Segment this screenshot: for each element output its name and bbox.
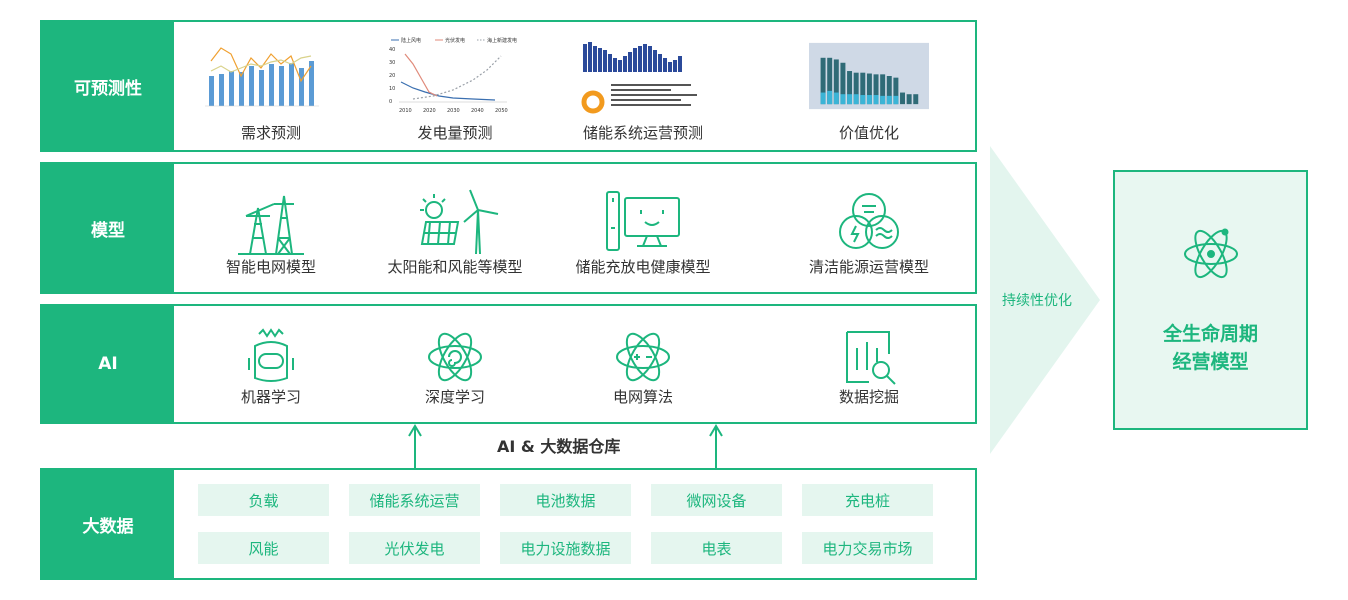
data-tag-charging: 充电桩	[802, 484, 933, 516]
data-tag-facility: 电力设施数据	[500, 532, 631, 564]
deep-learning-atom-icon	[428, 332, 482, 382]
model-label-storage-health: 储能充放电健康模型	[575, 258, 711, 276]
data-tag-meter: 电表	[651, 532, 782, 564]
data-tag-battery: 电池数据	[500, 484, 631, 516]
model-item-grid: 智能电网模型	[186, 188, 356, 277]
lifecycle-title-line2: 经营模型	[1172, 351, 1249, 373]
model-item-solar-wind: 太阳能和风能等模型	[370, 188, 540, 277]
value-optimization-thumbnail	[809, 36, 929, 116]
ai-label-grid-algo: 电网算法	[612, 388, 673, 406]
data-tag-pv: 光伏发电	[349, 532, 480, 564]
data-tag-market: 电力交易市场	[802, 532, 933, 564]
predict-item-demand: 需求预测	[186, 36, 356, 143]
thumb-ytick-2: 20	[389, 73, 395, 79]
row-title-bigdata: 大数据	[42, 470, 174, 578]
data-tag-load: 负载	[198, 484, 329, 516]
clean-energy-icon	[839, 193, 899, 249]
thumb-legend-0: 陆上风电	[401, 37, 421, 44]
thumb-legend-1: 光伏发电	[445, 37, 465, 44]
data-tag-storage-ops: 储能系统运营	[349, 484, 480, 516]
ai-item-grid-algo: 电网算法	[558, 328, 728, 407]
model-item-storage-health: 储能充放电健康模型	[558, 188, 728, 277]
model-row: 模型 智能电网模型 太阳能和风能等模型	[40, 162, 977, 294]
predict-item-generation: 陆上风电 光伏发电 海上新建发电 40 30 20 10 0 2010 2020…	[370, 36, 540, 143]
data-tag-microgrid: 微网设备	[651, 484, 782, 516]
predict-label-value: 价值优化	[838, 124, 899, 142]
battery-monitor-icon	[606, 191, 680, 251]
thumb-xtick-2: 2030	[447, 108, 460, 114]
model-item-clean-energy: 清洁能源运营模型	[784, 188, 954, 277]
optimize-label: 持续性优化	[1002, 293, 1072, 309]
model-label-grid: 智能电网模型	[225, 258, 316, 276]
row-title-model: 模型	[42, 164, 174, 292]
predict-label-generation: 发电量预测	[417, 124, 493, 142]
thumb-ytick-1: 30	[389, 60, 395, 66]
solar-wind-icon	[420, 189, 499, 255]
model-label-clean-energy: 清洁能源运营模型	[808, 258, 929, 276]
robot-icon	[248, 328, 294, 382]
grid-algorithm-atom-icon	[616, 332, 670, 382]
row-title-predict: 可预测性	[42, 22, 174, 150]
thumb-xtick-4: 2050	[495, 108, 508, 114]
data-tag-wind: 风能	[198, 532, 329, 564]
thumb-xtick-0: 2010	[399, 108, 412, 114]
thumb-xtick-1: 2020	[423, 108, 436, 114]
predict-item-storage: 储能系统运营预测	[558, 36, 728, 143]
storage-forecast-thumbnail	[570, 36, 716, 116]
ai-label-dl: 深度学习	[424, 388, 485, 406]
predict-item-value: 价值优化	[784, 36, 954, 143]
ai-label-mining: 数据挖掘	[838, 388, 899, 406]
bigdata-row: 大数据 负载 储能系统运营 电池数据 微网设备 充电桩 风能 光伏发电 电力设施…	[40, 468, 977, 580]
model-label-solar-wind: 太阳能和风能等模型	[387, 258, 523, 276]
thumb-xtick-3: 2040	[471, 108, 484, 114]
atom-icon	[1183, 228, 1238, 279]
ai-row: AI 机器学习 深度学习	[40, 304, 977, 424]
thumb-ytick-0: 40	[389, 47, 395, 53]
thumb-legend-2: 海上新建发电	[487, 37, 517, 44]
lifecycle-title-line1: 全生命周期	[1162, 323, 1258, 345]
thumb-ytick-3: 10	[389, 86, 395, 92]
up-arrow-right	[709, 424, 723, 468]
warehouse-label: AI & 大数据仓库	[497, 437, 621, 456]
predict-label-demand: 需求预测	[240, 124, 301, 142]
row-title-ai: AI	[42, 306, 174, 422]
ai-item-ml: 机器学习	[186, 328, 356, 407]
ai-item-dl: 深度学习	[370, 328, 540, 407]
transmission-tower-icon	[238, 195, 304, 255]
generation-forecast-thumbnail: 陆上风电 光伏发电 海上新建发电 40 30 20 10 0 2010 2020…	[382, 36, 528, 116]
lifecycle-box: 全生命周期 经营模型	[1113, 170, 1308, 430]
thumb-ytick-4: 0	[389, 99, 392, 105]
predict-row: 可预测性 需求预测 陆上风电	[40, 20, 977, 152]
ai-item-mining: 数据挖掘	[784, 328, 954, 407]
up-arrow-left	[408, 424, 422, 468]
predict-label-storage: 储能系统运营预测	[582, 124, 703, 142]
demand-forecast-thumbnail	[198, 36, 344, 116]
data-mining-chart-icon	[846, 331, 896, 385]
optimize-arrow	[990, 146, 1100, 454]
ai-label-ml: 机器学习	[240, 388, 301, 406]
